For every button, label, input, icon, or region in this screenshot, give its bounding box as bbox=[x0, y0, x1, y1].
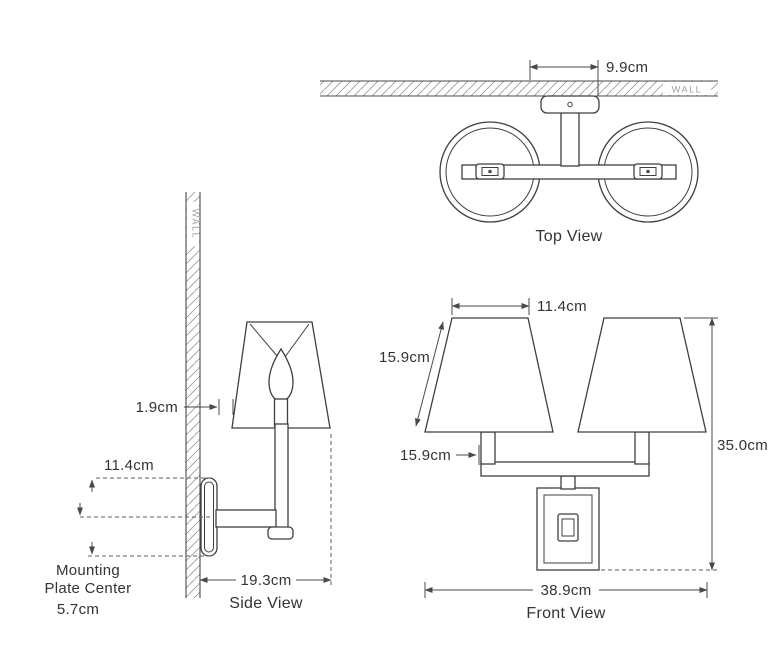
stem-top bbox=[560, 111, 580, 167]
arm-front-right bbox=[634, 431, 650, 465]
dim-shade-slant-height: 15.9cm bbox=[379, 321, 445, 427]
mounting-plate-center-offset-label: 5.7cm bbox=[57, 601, 99, 618]
wall-label-top: WALL bbox=[672, 85, 703, 95]
dim-projection: 19.3cm bbox=[199, 434, 332, 589]
socket-left bbox=[475, 163, 505, 180]
dim-overall-width: 38.9cm bbox=[424, 582, 708, 599]
mounting-note-line1: Mounting bbox=[56, 562, 120, 579]
shade-front-right bbox=[577, 317, 707, 433]
side-view-label: Side View bbox=[229, 595, 303, 612]
dim-overall-height-label: 35.0cm bbox=[717, 437, 768, 454]
socket-right bbox=[633, 163, 663, 180]
dim-backplate-height-label: 11.4cm bbox=[104, 457, 154, 474]
dim-wall-to-shade-gap: 1.9cm bbox=[136, 399, 234, 416]
wall-hatch-top bbox=[320, 81, 718, 96]
wall-hatch-side bbox=[186, 192, 200, 598]
backplate-knob bbox=[557, 513, 579, 542]
dim-canopy-offset: 9.9cm bbox=[529, 59, 648, 96]
wall-label-side: WALL bbox=[191, 209, 201, 240]
shade-front-left bbox=[424, 317, 554, 433]
dim-wall-to-shade-gap-label: 1.9cm bbox=[136, 399, 178, 416]
dim-shade-top-width: 11.4cm bbox=[451, 298, 587, 315]
dim-shade-height: 15.9cm bbox=[400, 445, 480, 465]
mounting-plate-center-note: Mounting Plate Center 5.7cm bbox=[45, 503, 132, 618]
canopy-top bbox=[540, 95, 600, 114]
mounting-note-line2: Plate Center bbox=[45, 580, 132, 597]
stem-front bbox=[560, 475, 576, 490]
arm-side bbox=[215, 509, 277, 528]
stem-finial bbox=[267, 526, 294, 540]
dim-backplate-height: 11.4cm bbox=[80, 457, 214, 557]
dim-shade-slant-height-label: 15.9cm bbox=[379, 349, 430, 366]
dim-overall-width-label: 38.9cm bbox=[541, 582, 592, 599]
dim-canopy-offset-label: 9.9cm bbox=[606, 59, 648, 76]
dim-projection-label: 19.3cm bbox=[241, 572, 292, 589]
candle-sleeve bbox=[273, 398, 289, 427]
side-view: WALL 1.9cm 11.4cm bbox=[45, 192, 332, 618]
front-view-label: Front View bbox=[526, 605, 605, 622]
stem-side bbox=[274, 423, 289, 535]
front-view: 11.4cm 15.9cm 15.9cm 35.0cm bbox=[379, 298, 768, 622]
dim-overall-height: 35.0cm bbox=[601, 317, 768, 571]
arm-front-left bbox=[480, 431, 496, 465]
dim-shade-top-width-label: 11.4cm bbox=[537, 298, 587, 315]
top-view-label: Top View bbox=[535, 228, 602, 245]
top-view: WALL 9.9cm bbox=[320, 59, 718, 245]
dim-shade-height-label: 15.9cm bbox=[400, 447, 451, 464]
canopy-screw bbox=[567, 101, 573, 108]
crossbar-front bbox=[480, 461, 650, 477]
